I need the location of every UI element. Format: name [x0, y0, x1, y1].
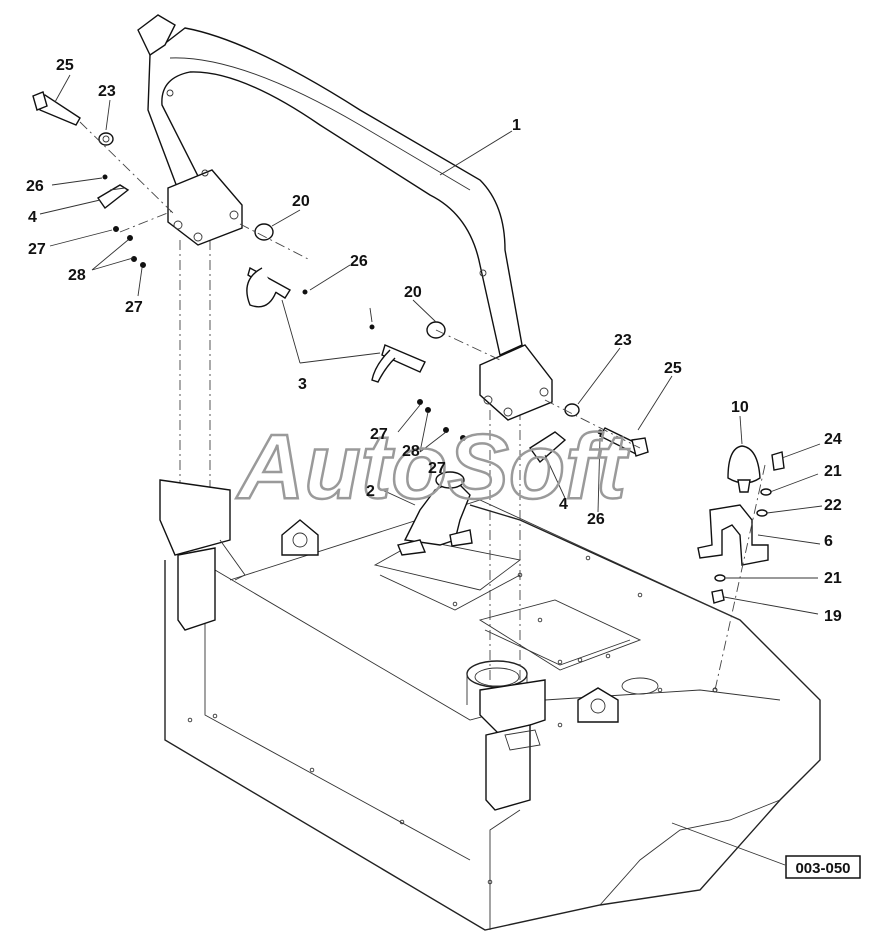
reference-box: 003-050 — [785, 855, 861, 879]
callout-25-left: 25 — [56, 57, 74, 74]
reference-code: 003-050 — [795, 860, 850, 877]
callout-2: 2 — [366, 483, 375, 500]
support-posts — [159, 240, 546, 811]
callout-20-left: 20 — [292, 193, 310, 210]
callout-4-left: 4 — [28, 209, 37, 226]
callout-27-left-low: 27 — [125, 299, 143, 316]
right-fasteners — [369, 321, 649, 556]
left-fasteners — [32, 91, 311, 308]
callout-23-right: 23 — [614, 332, 632, 349]
callout-24: 24 — [824, 431, 842, 448]
callout-10: 10 — [731, 399, 749, 416]
callout-23-left: 23 — [98, 83, 116, 100]
callout-28-center: 28 — [402, 443, 420, 460]
callout-20-right: 20 — [404, 284, 422, 301]
callout-27-left: 27 — [28, 241, 46, 258]
callout-21-lower: 21 — [824, 570, 842, 587]
callout-4-right: 4 — [559, 496, 568, 513]
callout-3: 3 — [298, 376, 307, 393]
callout-labels: 1 25 23 26 4 27 28 27 20 26 20 3 23 25 1… — [26, 57, 842, 625]
callout-22: 22 — [824, 497, 842, 514]
callout-6: 6 — [824, 533, 833, 550]
leader-lines — [39, 74, 823, 866]
callout-26-left: 26 — [26, 178, 44, 195]
callout-21-upper: 21 — [824, 463, 842, 480]
roll-bar — [137, 14, 553, 421]
callout-27-center-low: 27 — [428, 460, 446, 477]
callout-26-right: 26 — [587, 511, 605, 528]
callout-27-center: 27 — [370, 426, 388, 443]
callout-19: 19 — [824, 608, 842, 625]
callout-25-right: 25 — [664, 360, 682, 377]
mount-assembly — [697, 445, 785, 693]
watermark: AutoSoft — [236, 416, 630, 518]
callout-1: 1 — [512, 117, 521, 134]
callout-26-mid: 26 — [350, 253, 368, 270]
callout-28-left: 28 — [68, 267, 86, 284]
